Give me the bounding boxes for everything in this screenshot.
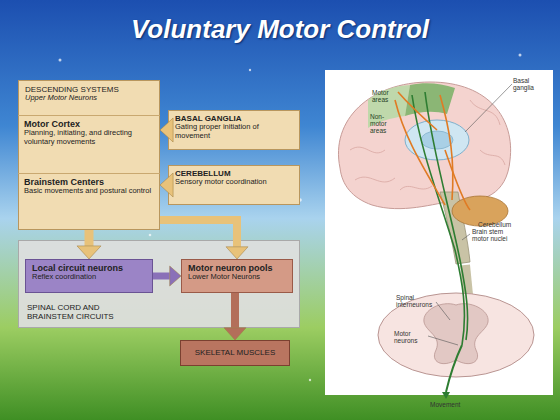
cerebellum-box: CEREBELLUMSensory motor coordination — [168, 165, 300, 205]
movement-arrowhead — [442, 392, 450, 399]
arrowhead — [77, 246, 101, 259]
arrow-shaft — [153, 273, 170, 280]
motor-cortex-section: Motor CortexPlanning, initiating, and di… — [18, 115, 160, 169]
part-label: Non-motor areas — [370, 113, 400, 134]
sparkle — [149, 234, 152, 237]
gyrus — [355, 177, 395, 182]
tract-line — [440, 95, 453, 200]
spinal-cord-section — [378, 293, 534, 377]
part-label: Cerebellum — [478, 221, 522, 228]
arrowhead — [160, 118, 173, 142]
motor-neuron-pools-box: Motor neuron poolsLower Motor Neurons — [181, 259, 293, 293]
node-heading: SKELETAL MUSCLES — [185, 348, 285, 357]
arrow-shaft — [85, 230, 94, 246]
node-heading: SPINAL CORD AND BRAINSTEM CIRCUITS — [27, 303, 147, 321]
part-label: Basal ganglia — [513, 77, 551, 91]
basal-ganglia-box: BASAL GANGLIAGating proper initiation of… — [168, 110, 300, 150]
part-label: Spinal interneurons — [396, 294, 440, 308]
node-heading: BASAL GANGLIA — [175, 114, 293, 123]
motor-output-line — [446, 345, 462, 392]
slide-title: Voluntary Motor Control — [0, 14, 560, 45]
spinal-circuits-band: SPINAL CORD AND BRAINSTEM CIRCUITS Local … — [18, 240, 300, 328]
flow-arrow — [153, 266, 181, 286]
arrow-shaft — [160, 220, 237, 247]
node-heading: Brainstem Centers — [24, 177, 154, 187]
leader-line — [465, 84, 512, 132]
leader-line — [462, 234, 470, 240]
flow-arrow — [77, 230, 101, 259]
node-body: Planning, initiating, and directing volu… — [24, 129, 154, 146]
part-label: Brain stem motor nuclei — [472, 228, 516, 242]
grey-matter — [424, 304, 488, 364]
arrowhead — [224, 328, 246, 340]
gyrus — [470, 100, 500, 125]
leader-lines — [428, 84, 512, 345]
arrow-shaft — [231, 293, 239, 328]
node-heading: Motor neuron pools — [188, 263, 286, 273]
leader-line — [428, 336, 458, 345]
flow-arrow — [224, 293, 246, 340]
part-label: Movement — [430, 401, 480, 408]
arrowhead — [170, 266, 181, 286]
basal-ganglia-shape — [405, 120, 469, 160]
node-body: Upper Motor Neurons — [25, 94, 153, 103]
node-body: Sensory motor coordination — [175, 178, 293, 187]
flow-arrow — [160, 220, 248, 259]
sparkle — [59, 59, 62, 62]
descending-tracts — [395, 92, 470, 392]
leader-line — [436, 302, 450, 320]
sparkle — [309, 379, 311, 381]
arrow-shaft — [168, 126, 173, 135]
brainstem-section: Brainstem CentersBasic movements and pos… — [18, 173, 160, 227]
flow-arrow — [160, 118, 173, 142]
part-label: Motor neurons — [394, 330, 428, 344]
node-body: Lower Motor Neurons — [188, 273, 286, 282]
sparkle — [519, 54, 522, 57]
node-heading: Local circuit neurons — [32, 263, 146, 273]
arrow-shaft — [168, 181, 173, 190]
node-body: Gating proper initiation of movement — [175, 123, 293, 140]
basal-ganglia-core — [421, 131, 453, 149]
arrowhead — [160, 173, 173, 197]
node-body: Basic movements and postural control — [24, 187, 154, 196]
brain-outline — [338, 82, 510, 209]
illustration-panel — [325, 70, 553, 395]
node-heading: DESCENDING SYSTEMS — [25, 85, 153, 94]
flow-arrow — [160, 173, 173, 197]
local-circuit-box: Local circuit neuronsReflex coordination — [25, 259, 153, 293]
gyrus — [400, 186, 432, 190]
node-heading: Motor Cortex — [24, 119, 154, 129]
descending-systems-box: DESCENDING SYSTEMSUpper Motor NeuronsMot… — [18, 80, 160, 230]
tract-line — [445, 150, 470, 210]
arrowhead — [226, 247, 248, 259]
gyrus — [350, 147, 385, 153]
node-heading: CEREBELLUM — [175, 169, 293, 178]
sparkle — [249, 69, 251, 71]
gyrus — [480, 150, 505, 165]
tract-line — [395, 100, 445, 205]
tract-line — [398, 92, 437, 130]
part-label: Motor areas — [372, 89, 402, 103]
skeletal-muscles-box: SKELETAL MUSCLES — [180, 340, 290, 366]
node-body: Reflex coordination — [32, 273, 146, 282]
